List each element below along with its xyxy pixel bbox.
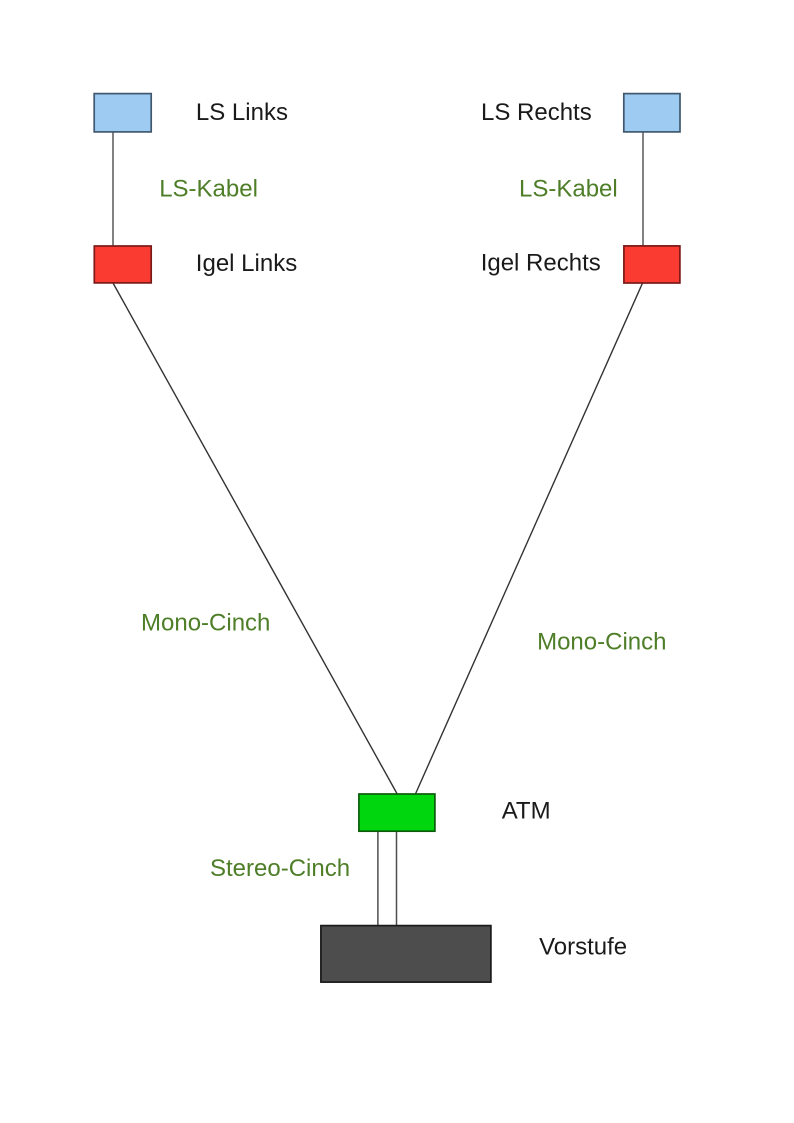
svg-text:LS Rechts: LS Rechts — [481, 99, 592, 126]
svg-text:Mono-Cinch: Mono-Cinch — [141, 609, 270, 636]
svg-text:Igel Links: Igel Links — [196, 250, 297, 277]
svg-text:ATM: ATM — [502, 798, 551, 825]
svg-text:Vorstufe: Vorstufe — [539, 933, 627, 960]
svg-text:LS-Kabel: LS-Kabel — [519, 175, 618, 202]
svg-text:Mono-Cinch: Mono-Cinch — [537, 629, 666, 656]
svg-text:LS-Kabel: LS-Kabel — [159, 175, 258, 202]
svg-text:Igel Rechts: Igel Rechts — [481, 250, 601, 277]
svg-text:LS Links: LS Links — [196, 99, 288, 126]
svg-text:Stereo-Cinch: Stereo-Cinch — [210, 855, 350, 882]
